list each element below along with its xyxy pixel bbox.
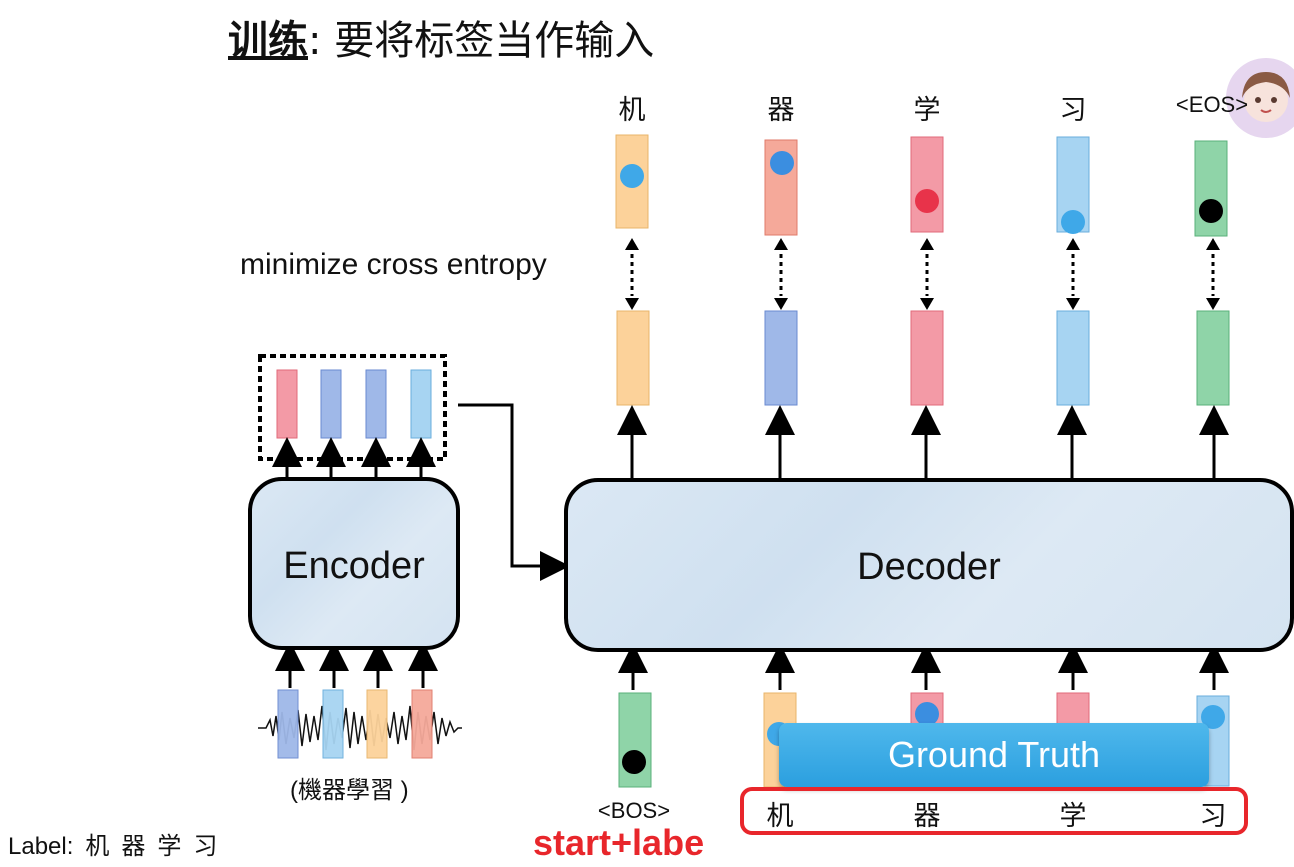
label-char-2: 器	[121, 833, 146, 860]
encoder-input-vector-3	[366, 689, 388, 759]
label-prefix: Label:	[8, 833, 74, 860]
output-token-1: 机	[618, 95, 646, 126]
loss-note: minimize cross entropy	[240, 248, 547, 281]
encoder-input-vector-1	[277, 689, 299, 759]
prob-dot-4	[1061, 210, 1085, 234]
prob-dot-3	[915, 189, 939, 213]
decoder-output-vector-5	[1196, 310, 1230, 406]
decoder-block: Decoder	[564, 478, 1294, 652]
encoder-output-group	[258, 354, 447, 461]
cross-entropy-arrowheads	[625, 238, 1220, 310]
encoder-output-vector-3	[365, 369, 387, 439]
decoder-output-vector-4	[1056, 310, 1090, 406]
encoder-output-arrows	[272, 437, 436, 478]
ground-truth-token-4: 习	[1199, 801, 1227, 832]
encoder-input-vector-4	[411, 689, 433, 759]
prob-dot-2	[770, 151, 794, 175]
decoder-output-vector-2	[764, 310, 798, 406]
cross-entropy-links	[630, 246, 1215, 296]
prob-dot-5	[1199, 199, 1223, 223]
ground-truth-token-1: 机	[766, 801, 794, 832]
ground-truth-highlight	[740, 787, 1248, 835]
encoder-output-vector-1	[276, 369, 298, 439]
decoder-output-vector-3	[910, 310, 944, 406]
start-label-text: start+labe	[533, 822, 705, 863]
decoder-input-arrows	[618, 643, 1229, 690]
ground-truth-token-2: 器	[913, 801, 941, 832]
encoder-to-decoder-connector	[458, 403, 570, 581]
decoder-output-vector-1	[616, 310, 650, 406]
ground-truth-badge: Ground Truth	[779, 723, 1209, 787]
title-keyword: 训练	[228, 18, 308, 64]
title-rest: : 要将标签当作输入	[308, 18, 655, 64]
slide-title: 训练: 要将标签当作输入	[228, 8, 654, 66]
gt-dot-3	[915, 702, 939, 726]
label-char-4: 习	[193, 833, 218, 860]
label-line: Label: 机器学习	[8, 826, 217, 861]
encoder-input-arrows	[275, 641, 438, 688]
prob-dot-1	[620, 164, 644, 188]
label-char-1: 机	[85, 833, 110, 860]
avatar	[1226, 58, 1294, 138]
encoder-label: Encoder	[283, 545, 425, 587]
output-token-3: 学	[913, 95, 941, 126]
output-token-4: 习	[1059, 95, 1087, 126]
decoder-output-arrows	[617, 405, 1229, 478]
output-distribution-bar-3	[910, 136, 944, 233]
bos-token: <BOS>	[597, 798, 671, 823]
gt-dot-5	[1201, 705, 1225, 729]
label-char-3: 学	[157, 833, 182, 860]
output-token-2: 器	[767, 95, 795, 126]
encoder-output-vector-2	[320, 369, 342, 439]
encoder-input-vector-2	[322, 689, 344, 759]
encoder-output-vector-4	[410, 369, 432, 439]
encoder-block: Encoder	[248, 477, 460, 650]
bos-dot	[622, 750, 646, 774]
ground-truth-token-3: 学	[1059, 801, 1087, 832]
decoder-label: Decoder	[857, 546, 1001, 588]
output-token-eos: <EOS>	[1175, 92, 1249, 117]
encoder-input-text: (機器學習 )	[290, 777, 409, 804]
